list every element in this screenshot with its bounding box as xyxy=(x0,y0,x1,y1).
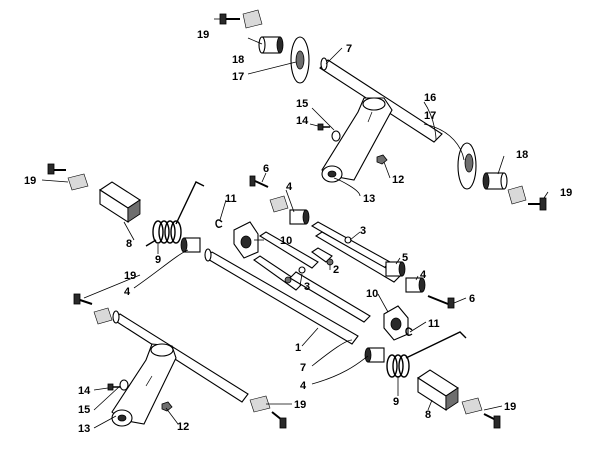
callout-c11: 18 xyxy=(516,149,528,161)
callout-c24: 19 xyxy=(124,270,136,282)
torsion-spring-left xyxy=(145,181,205,247)
callout-c17: 10 xyxy=(280,235,292,247)
bushing-left-upper xyxy=(98,181,142,224)
clip-right xyxy=(405,327,413,336)
bushing-5 xyxy=(385,261,406,277)
callout-c29: 11 xyxy=(428,318,440,330)
left-spring-group xyxy=(47,163,223,247)
bolt-left-lower xyxy=(73,293,93,305)
bracket-10-left xyxy=(233,221,259,259)
nut-3-upper xyxy=(344,236,352,244)
callout-c33: 14 xyxy=(78,385,91,397)
callout-c36: 12 xyxy=(177,421,189,433)
torsion-spring-right xyxy=(386,331,467,378)
bolt-right xyxy=(528,197,547,211)
callout-c1: 19 xyxy=(197,29,209,41)
callout-c14: 6 xyxy=(263,163,269,175)
callout-c4: 7 xyxy=(346,43,352,55)
bushing-top xyxy=(258,36,284,54)
callout-c18: 3 xyxy=(360,225,366,237)
lower-arm xyxy=(111,343,177,427)
callout-c34: 15 xyxy=(78,404,90,416)
washer-wedge-right-lower xyxy=(461,397,483,415)
callout-c19: 8 xyxy=(126,238,132,250)
callout-c32: 4 xyxy=(300,380,307,392)
upper-arm xyxy=(321,97,393,183)
upper-shaft-assembly xyxy=(219,9,547,211)
washer-lower xyxy=(119,379,129,391)
bolt-right-lower xyxy=(483,413,501,429)
bolt-left-upper xyxy=(47,163,66,175)
washer-wedge-lower-right xyxy=(249,395,271,413)
screw-upper xyxy=(317,123,330,131)
clip-left xyxy=(215,219,223,228)
nut-3-lower xyxy=(298,266,306,274)
callout-c23: 4 xyxy=(420,269,427,281)
callout-c20: 9 xyxy=(155,254,161,266)
callout-c26: 3 xyxy=(304,281,310,293)
washer-wedge-left xyxy=(67,173,89,191)
callout-c13: 19 xyxy=(24,175,36,187)
callout-c15: 4 xyxy=(286,181,293,193)
callout-c40: 19 xyxy=(504,401,516,413)
bushing-right xyxy=(482,172,508,190)
callout-c30: 1 xyxy=(295,342,301,354)
callout-c35: 13 xyxy=(78,423,90,435)
callout-c2: 18 xyxy=(232,54,244,66)
bracket-10-right xyxy=(383,305,409,341)
callout-c7: 15 xyxy=(296,98,308,110)
callout-c25: 4 xyxy=(124,286,131,298)
bushing-4-upper xyxy=(289,209,310,225)
callout-c3: 17 xyxy=(232,71,244,83)
callout-c16: 11 xyxy=(225,193,237,205)
callout-c8: 14 xyxy=(296,115,309,127)
callout-c38: 9 xyxy=(393,396,399,408)
callout-c22: 5 xyxy=(402,252,408,264)
callout-c27: 10 xyxy=(366,288,378,300)
callout-c10: 13 xyxy=(363,193,375,205)
washer-upper xyxy=(331,130,341,142)
callout-c9: 12 xyxy=(392,174,404,186)
leader-lines xyxy=(41,18,549,429)
right-spring-group xyxy=(386,331,501,429)
bushing-4-left xyxy=(180,237,201,253)
callout-labels: 19 18 17 7 16 17 15 14 12 13 18 19 19 6 … xyxy=(24,29,572,435)
bolt-6-right xyxy=(427,295,455,309)
callout-c39: 8 xyxy=(425,409,431,421)
bolt-top-left xyxy=(219,13,240,25)
washer-wedge-right xyxy=(507,185,527,205)
callout-c6: 17 xyxy=(424,110,436,122)
washer-wedge-top-left xyxy=(242,9,263,29)
washer-wedge-lower-left xyxy=(93,307,113,325)
nut-upper xyxy=(376,154,388,165)
bushing-4-lower xyxy=(364,347,385,363)
bushing-4-right xyxy=(405,277,426,293)
callout-c21: 2 xyxy=(333,264,339,276)
callout-c28: 6 xyxy=(469,293,475,305)
washer-wedge-center xyxy=(269,195,289,213)
callout-c5: 16 xyxy=(424,92,436,104)
main-tube xyxy=(204,248,359,345)
nut-lower xyxy=(161,401,173,412)
callout-c31: 7 xyxy=(300,362,306,374)
bolt-6-left xyxy=(249,175,269,188)
bolt-lower-center xyxy=(271,411,287,429)
bushing-right-lower xyxy=(416,369,460,412)
screw-lower xyxy=(107,383,120,391)
cross-shaft-frame xyxy=(180,175,455,363)
idler-wheel-top xyxy=(290,36,310,84)
lower-shaft xyxy=(112,310,249,403)
callout-c12: 19 xyxy=(560,187,572,199)
lower-shaft-assembly xyxy=(73,293,287,429)
callout-c37: 19 xyxy=(294,399,306,411)
